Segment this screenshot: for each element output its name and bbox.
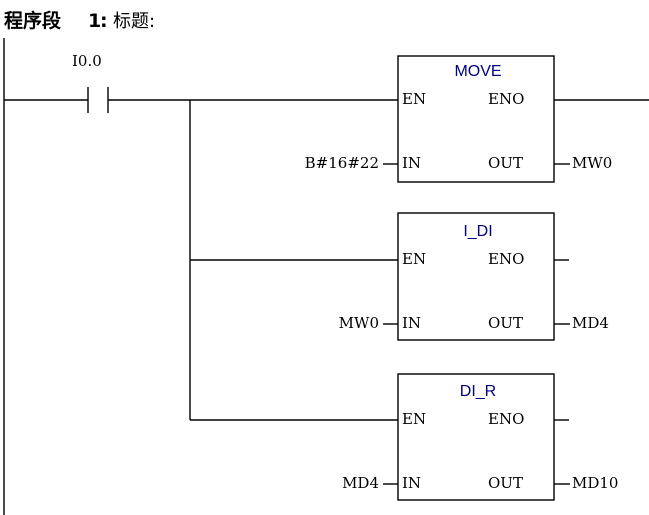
i-di-en-pin: EN: [402, 250, 426, 268]
contact-i0-0[interactable]: I0.0: [4, 52, 109, 113]
i-di-out-pin: OUT: [488, 314, 523, 332]
i-di-in-operand[interactable]: MW0: [339, 314, 379, 332]
di-r-block[interactable]: DI_R EN ENO IN OUT MD4 MD10: [342, 373, 618, 501]
move-in-pin: IN: [402, 154, 421, 172]
i-di-block[interactable]: I_DI EN ENO IN OUT MW0 MD4: [339, 212, 609, 341]
move-en-pin: EN: [402, 90, 426, 108]
di-r-block-frame: [397, 373, 555, 501]
di-r-eno-pin: ENO: [488, 410, 524, 428]
i-di-out-operand[interactable]: MD4: [572, 314, 609, 332]
network-label: 程序段: [4, 9, 62, 32]
di-r-in-operand[interactable]: MD4: [342, 474, 379, 492]
contact-address: I0.0: [72, 52, 102, 70]
i-di-eno-pin: ENO: [488, 250, 524, 268]
network-header: 程序段 1 : 标题:: [4, 9, 155, 32]
i-di-block-name: I_DI: [463, 223, 492, 240]
network-title[interactable]: 标题:: [113, 11, 155, 32]
network-number: 1: [88, 10, 101, 32]
i-di-in-pin: IN: [402, 314, 421, 332]
move-out-operand[interactable]: MW0: [572, 154, 612, 172]
di-r-out-pin: OUT: [488, 474, 523, 492]
di-r-en-pin: EN: [402, 410, 426, 428]
move-block-name: MOVE: [454, 63, 501, 80]
di-r-block-name: DI_R: [460, 383, 496, 400]
move-block[interactable]: MOVE EN ENO IN OUT B#16#22 MW0: [305, 55, 649, 183]
move-in-operand[interactable]: B#16#22: [305, 154, 379, 172]
move-block-frame: [397, 55, 555, 183]
di-r-in-pin: IN: [402, 474, 421, 492]
di-r-out-operand[interactable]: MD10: [572, 474, 618, 492]
move-eno-pin: ENO: [488, 90, 524, 108]
move-out-pin: OUT: [488, 154, 523, 172]
network-separator: :: [100, 10, 108, 32]
i-di-block-frame: [397, 212, 555, 341]
